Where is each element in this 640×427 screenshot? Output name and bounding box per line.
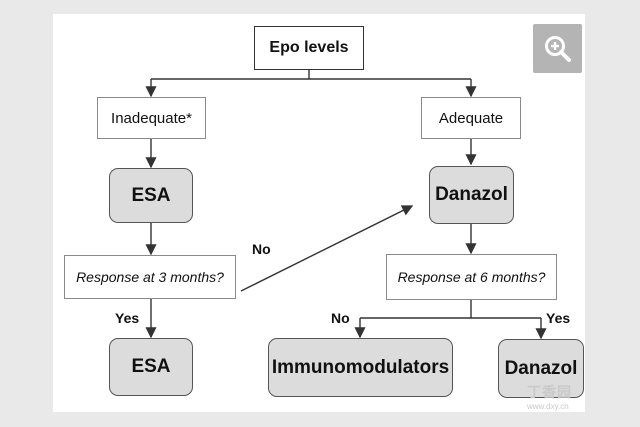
watermark: 丁香园 www.dxy.cn [527,382,631,416]
arrow-no-to-danazol [240,205,414,292]
danazol-top-node: Danazol [429,166,514,224]
adequate-node: Adequate [421,97,521,139]
immunomodulators-node: Immunomodulators [268,338,453,397]
response-3-months-node: Response at 3 months? [64,255,236,299]
esa-bottom-node: ESA [109,338,193,396]
edge-label-no-left: No [252,241,271,257]
watermark-url: www.dxy.cn [527,402,569,411]
zoom-in-button[interactable] [533,24,582,73]
zoom-in-icon [544,35,571,62]
esa-top-node: ESA [109,168,193,223]
edge-label-yes-right: Yes [546,310,571,326]
inadequate-node: Inadequate* [97,97,206,139]
epo-levels-node: Epo levels [254,26,364,70]
edge-label-no-right: No [331,310,350,326]
edge-label-yes-left: Yes [115,310,140,326]
watermark-text: 丁香园 [527,384,572,400]
danazol-bottom-node: Danazol [498,339,584,398]
response-6-months-node: Response at 6 months? [386,254,557,300]
